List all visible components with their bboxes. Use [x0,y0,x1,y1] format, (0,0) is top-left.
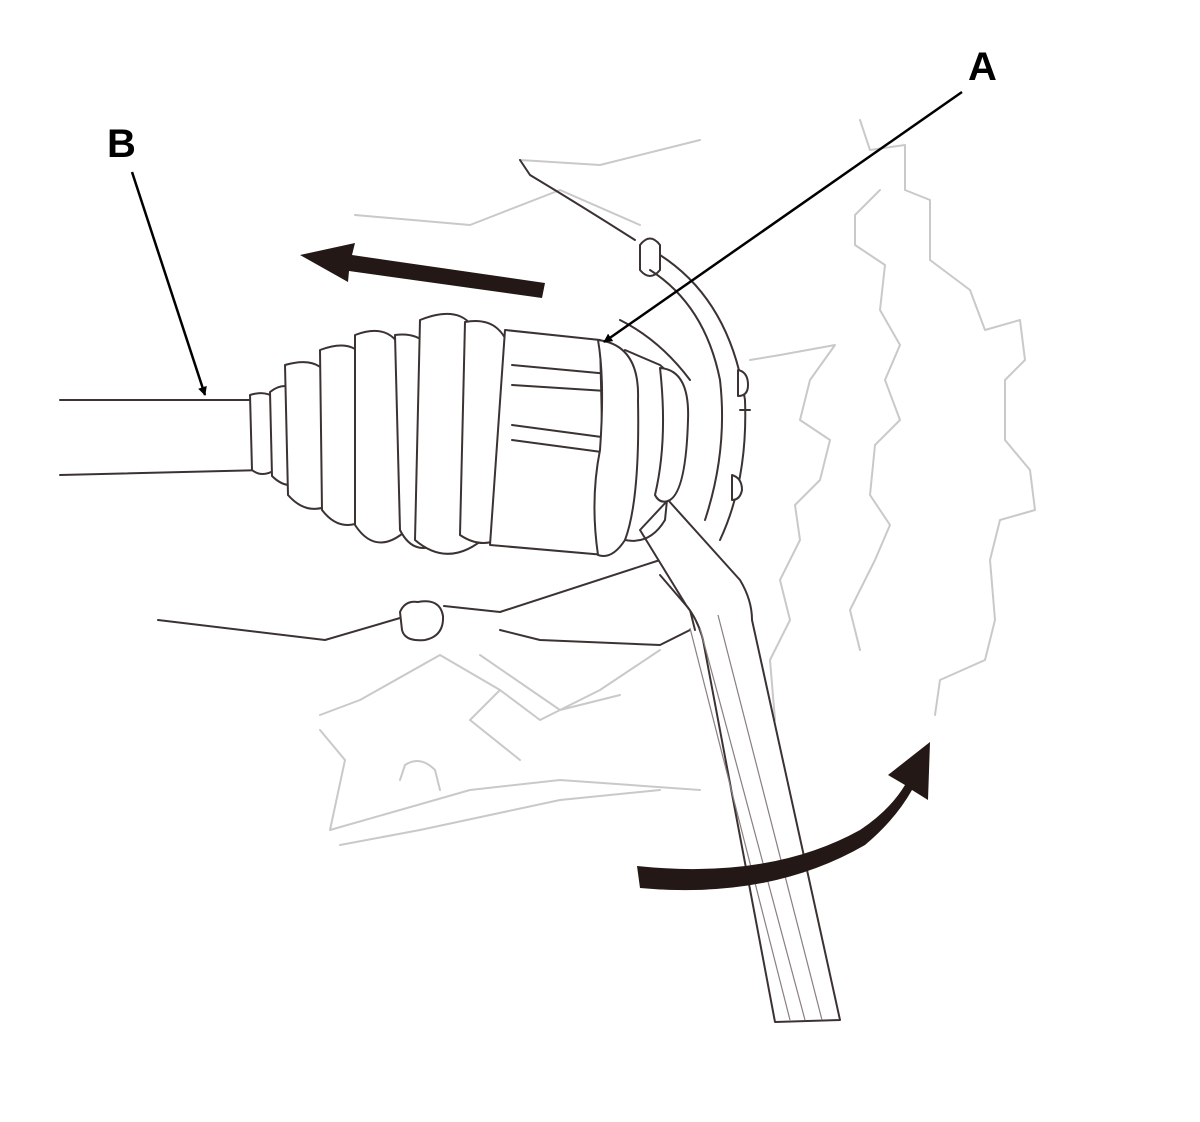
lower-arm [157,559,696,646]
pry-bar-tool [639,499,841,1023]
cv-joint-A [489,329,690,557]
knuckle-background [319,119,1036,846]
pull-direction-arrow [300,243,545,298]
callout-label-b: B [107,122,136,166]
pry-rotation-arrow [637,742,930,891]
cv-boot [249,312,517,555]
hub-housing [519,159,751,541]
callout-label-a: A [968,45,997,89]
callout-a: A [603,45,997,344]
callout-b: B [107,122,207,396]
drive-shaft-B [59,399,266,476]
